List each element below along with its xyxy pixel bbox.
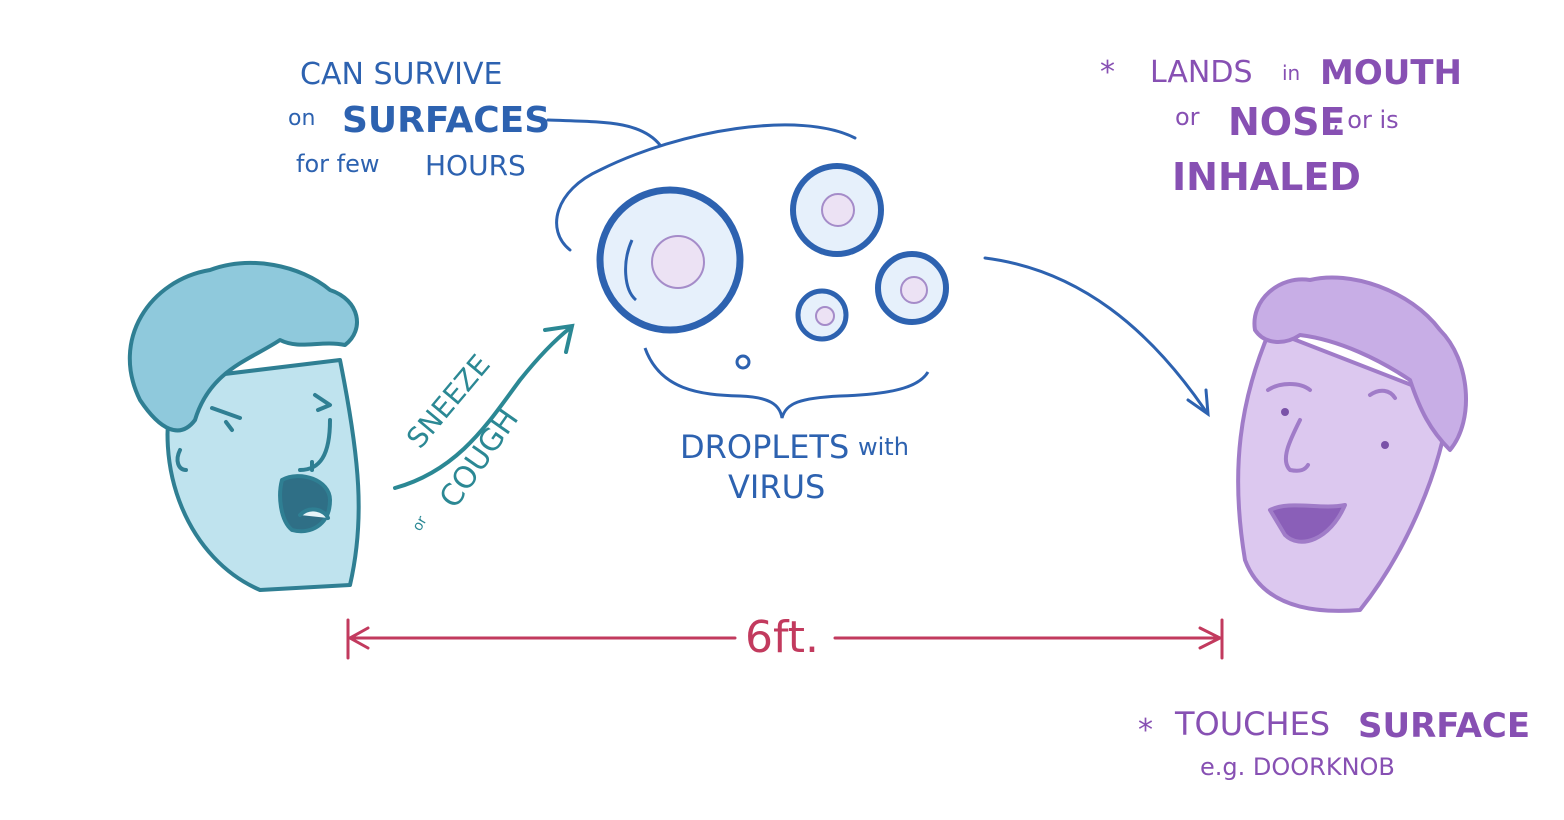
distance-arrow-icon [346, 618, 1224, 660]
virus-label: VIRUS [728, 468, 825, 506]
transmission-arrow-icon [983, 256, 1210, 418]
in-text: in [1282, 61, 1300, 85]
survive-surfaces: SURFACES [342, 100, 550, 141]
touches-text: TOUCHES [1174, 705, 1330, 743]
survive-for-few: for few [296, 150, 379, 178]
inhaled-text: INHALED [1172, 155, 1361, 199]
survive-bracket-icon [546, 118, 857, 252]
virus-droplet-icon [795, 288, 849, 342]
healthy-person-face-icon [1236, 275, 1468, 613]
or-text: or [1175, 103, 1200, 131]
or-is-text: , or is [1332, 106, 1399, 134]
bullet-icon: * [1100, 55, 1115, 90]
survive-note: CAN SURVIVE on SURFACES for few HOURS [288, 57, 550, 182]
droplets-brace-icon [643, 347, 930, 419]
doorknob-text: e.g. DOORKNOB [1200, 753, 1395, 781]
sneeze-arrow-icon [393, 323, 575, 490]
virus-droplet-icon [790, 163, 884, 257]
virus-droplet-icon [875, 251, 949, 325]
route-surface-note: * TOUCHES SURFACE e.g. DOORKNOB [1138, 705, 1530, 781]
distance-label: 6ft. [745, 612, 819, 663]
route-inhaled-note: * LANDS in MOUTH or NOSE , or is INHALED [1100, 53, 1462, 199]
surface-text: SURFACE [1358, 706, 1530, 746]
droplets-group: DROPLETS with VIRUS [596, 163, 949, 506]
survive-hours: HOURS [425, 149, 526, 182]
small-droplet-icon [735, 354, 751, 370]
droplets-with: with [858, 433, 909, 461]
survive-on: on [288, 106, 315, 131]
mouth-text: MOUTH [1320, 53, 1462, 93]
virus-droplet-icon [596, 186, 744, 334]
sick-person-face-icon [127, 260, 361, 592]
droplets-label: DROPLETS [680, 428, 849, 466]
survive-line1: CAN SURVIVE [300, 57, 503, 92]
nose-text: NOSE [1228, 100, 1345, 144]
lands-text: LANDS [1150, 55, 1253, 90]
or-label: or [410, 513, 431, 534]
bullet-icon: * [1138, 713, 1153, 748]
